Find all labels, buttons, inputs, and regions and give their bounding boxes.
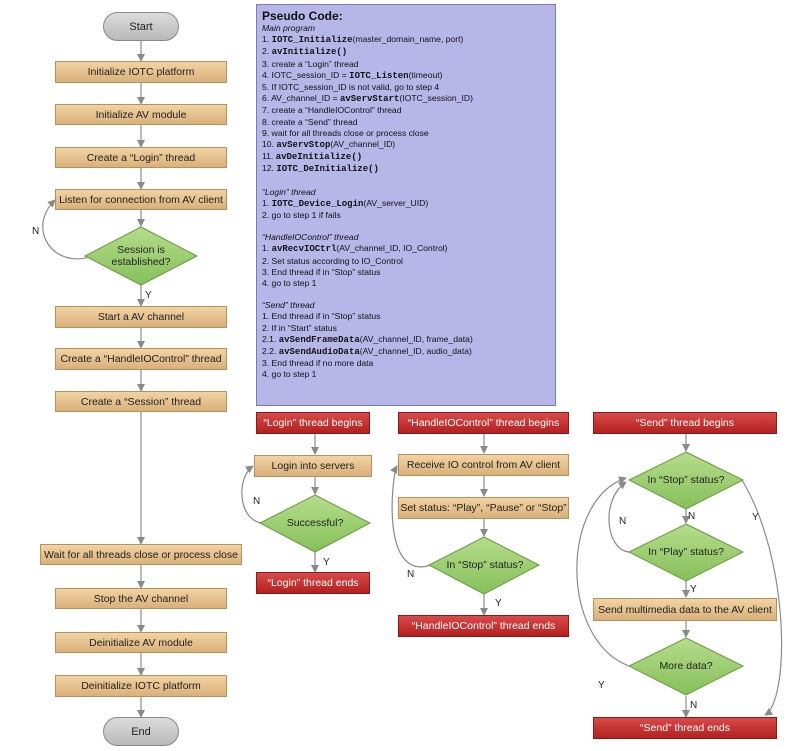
send-thread-begin: “Send” thread begins [593,412,777,434]
deinit-iotc-step: Deinitialize IOTC platform [55,675,227,697]
pseudo-main-line: 10. avServStop(AV_channel_ID) [262,139,396,151]
set-status-step: Set status: “Play”, “Pause” or “Stop” [398,497,569,519]
pseudo-code-panel: Pseudo Code: Main program 1. IOTC_Initia… [256,4,556,406]
decision-send-stop-shape [627,451,745,510]
login-thread-begin: “Login” thread begins [256,412,370,434]
pseudo-send-line: 2.1. avSendFrameData(AV_channel_ID, fram… [262,333,473,345]
pseudo-send-line: 1. End thread if in “Stop” status [262,311,381,322]
send-play-decision-label: In “Play” status? [648,546,724,558]
send-more-decision-label: More data? [659,660,713,672]
start-terminal: Start [103,12,179,41]
session-yes-label: Y [145,290,152,301]
login-decision-label: Successful? [286,517,344,529]
wait-threads-step: Wait for all threads close or process cl… [40,544,242,565]
pseudo-main-line: 6. AV_channel_ID = avServStart(IOTC_sess… [262,93,473,105]
pseudo-send-line: 4. go to step 1 [262,369,317,380]
pseudo-login-lines: 1. IOTC_Device_Login(AV_server_UID)2. go… [262,198,550,221]
login-yes-label: Y [323,557,330,568]
init-iotc-step: Initialize IOTC platform [55,61,227,83]
decision-session-shape [83,226,199,286]
send-y3-label: Y [598,680,605,691]
login-no-label: N [253,496,261,507]
pseudo-handle-line: 4. go to step 1 [262,278,317,289]
pseudo-main-line: 1. IOTC_Initialize(master_domain_name, p… [262,34,464,46]
handleio-no-label: N [407,569,415,580]
pseudo-handle-line: 2. Set status according to IO_Control [262,255,403,266]
session-no-label: N [32,226,40,237]
pseudo-main-line: 12. IOTC_DeInitialize() [262,163,379,175]
pseudo-handle-line: 1. avRecvIOCtrl(AV_channel_ID, IO_Contro… [262,243,448,255]
send-n1-label: N [688,511,696,522]
send-multimedia-step: Send multimedia data to the AV client [593,598,777,621]
pseudo-main-line: 8. create a “Send” thread [262,116,358,127]
pseudo-send-line: 3. End thread if no more data [262,358,374,369]
pseudo-main-line: 4. IOTC_session_ID = IOTC_Listen(timeout… [262,69,443,81]
pseudo-main-line: 9. wait for all threads close or process… [262,127,429,138]
create-login-thread-step: Create a “Login” thread [55,147,227,168]
pseudo-main-lines: 1. IOTC_Initialize(master_domain_name, p… [262,34,550,175]
login-servers-step: Login into servers [254,455,372,477]
pseudo-login-line: 2. go to step 1 if fails [262,210,341,221]
pseudo-login-line: 1. IOTC_Device_Login(AV_server_UID) [262,197,429,209]
pseudo-main-line: 7. create a “HandleIOControl” thread [262,105,402,116]
send-n3-label: N [690,700,698,711]
send-stop-decision-label: In “Stop” status? [647,474,725,486]
send-y2-label: Y [690,584,697,595]
pseudo-send-line: 2. If in “Start” status [262,322,337,333]
handleio-yes-label: Y [495,598,502,609]
listen-step: Listen for connection from AV client [55,189,227,210]
pseudo-handle-lines: 1. avRecvIOCtrl(AV_channel_ID, IO_Contro… [262,243,550,289]
pseudo-main-line: 2. avInitialize() [262,46,348,58]
pseudo-handle-header: “HandleIOControl” thread [262,232,359,243]
send-thread-end: “Send” thread ends [593,717,777,739]
decision-send-more-shape [627,637,745,696]
create-handleio-thread-step: Create a “HandleIOControl” thread [55,348,227,370]
deinit-av-step: Deinitialize AV module [55,632,227,653]
create-session-thread-step: Create a “Session” thread [55,391,227,412]
decision-handle-shape [427,536,541,595]
start-av-channel-step: Start a AV channel [55,306,227,328]
send-y1-label: Y [752,512,759,523]
handleio-thread-begin: “HandleIOControl” thread begins [398,412,569,434]
decision-send-play-shape [627,523,745,582]
pseudo-send-line: 2.2. avSendAudioData(AV_channel_ID, audi… [262,346,472,358]
login-thread-end: “Login” thread ends [256,572,370,594]
pseudo-main-header: Main program [262,23,316,33]
receive-io-control-step: Receive IO control from AV client [398,454,569,476]
handleio-thread-end: “HandleIOControl” thread ends [398,615,569,637]
init-av-step: Initialize AV module [55,104,227,125]
pseudo-send-header: “Send” thread [262,300,315,311]
handleio-decision-label: In “Stop” status? [446,559,524,571]
end-terminal: End [103,717,179,746]
decision-login-shape [258,494,372,553]
pseudo-login-header: “Login” thread [262,186,316,197]
pseudo-code-title: Pseudo Code: [262,9,343,23]
pseudo-main-line: 11. avDeInitialize() [262,151,363,163]
send-n2-label: N [619,516,627,527]
decision-session-label: Session is established? [111,244,171,268]
pseudo-main-line: 3. create a “Login” thread [262,58,359,69]
pseudo-main-line: 5. If IOTC_session_ID is not valid, go t… [262,82,440,93]
pseudo-handle-line: 3. End thread if in “Stop” status [262,266,381,277]
stop-av-channel-step: Stop the AV channel [55,588,227,609]
